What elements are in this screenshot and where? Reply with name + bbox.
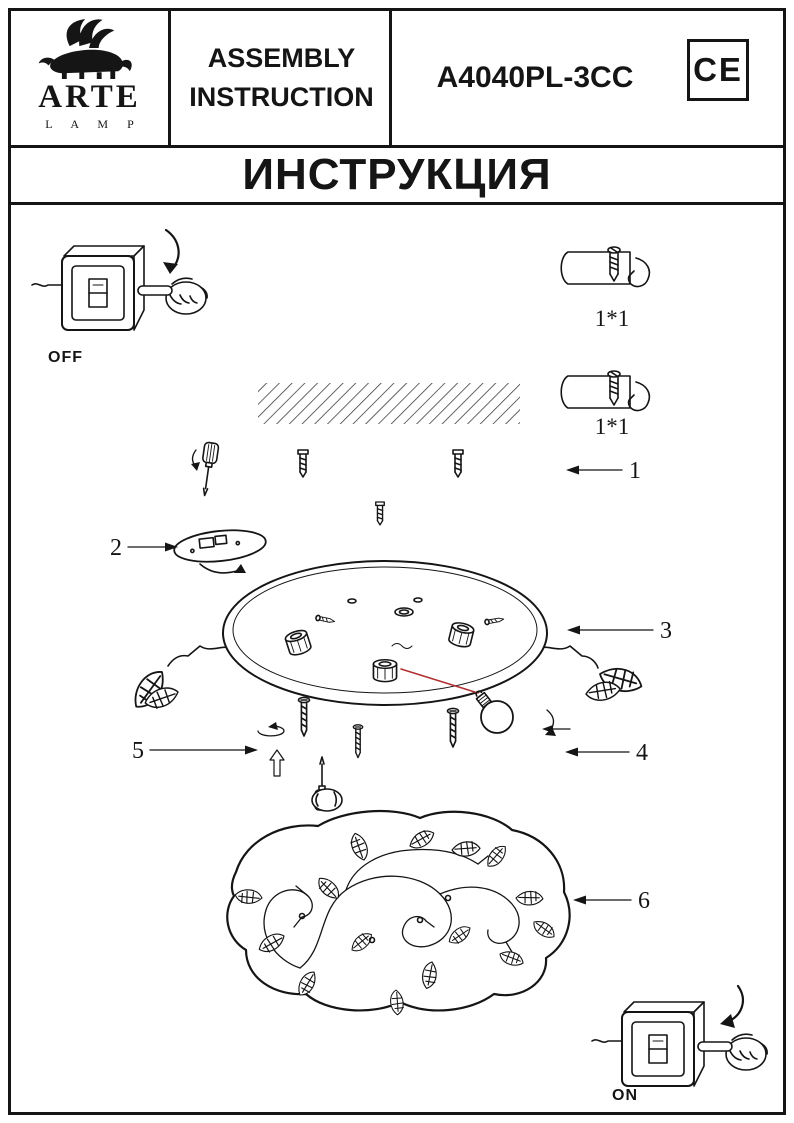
callout-4: 4 (542, 725, 648, 766)
brand-name: ARTE (38, 79, 141, 115)
title-line1: ASSEMBLY (207, 43, 356, 73)
callout-3-label: 3 (660, 618, 672, 644)
off-label: OFF (48, 349, 83, 366)
off-switch-illustration: OFF (31, 228, 208, 366)
callout-1-label: 1 (629, 458, 641, 484)
bulb (475, 690, 556, 736)
pointing-hand-icon (137, 277, 208, 315)
brand-subname: L A M P (45, 117, 142, 131)
callout-3: 3 (567, 618, 672, 644)
on-label: ON (612, 1087, 638, 1104)
callout-2-label: 2 (110, 535, 122, 561)
ceiling-hook-item-1: 1*1 (560, 246, 651, 331)
ce-mark: CE (687, 39, 749, 101)
callout-5-label: 5 (132, 738, 144, 764)
on-switch-illustration: ON (591, 984, 768, 1104)
wall-anchors (297, 449, 464, 526)
instruction-banner: ИНСТРУКЦИЯ (11, 145, 783, 205)
screwdriver-icon (191, 441, 220, 498)
ceiling-hook-item-2: 1*1 (560, 370, 651, 439)
instruction-title: ИНСТРУКЦИЯ (242, 150, 552, 199)
page-border (8, 8, 786, 1115)
griffin-logo-icon (38, 18, 132, 79)
hand-with-screwdriver (311, 756, 343, 812)
callout-4-label: 4 (636, 740, 648, 766)
callout-2: 2 (110, 535, 178, 561)
ceiling-plate (124, 560, 647, 715)
brand-logo: ARTE L A M P (11, 11, 171, 145)
pointing-hand-icon (697, 1033, 768, 1071)
mounting-bracket (173, 529, 267, 574)
assembly-instruction-title: ASSEMBLY INSTRUCTION (174, 11, 392, 145)
callout-5: 5 (132, 738, 258, 764)
vine-ornament (263, 848, 520, 969)
callout-1: 1 (566, 458, 641, 484)
ceiling-hatch (258, 383, 520, 424)
model-number: A4040PL-3CC (436, 61, 634, 94)
title-line2: INSTRUCTION (189, 82, 374, 112)
fastener-set (257, 696, 460, 812)
callout-6-label: 6 (638, 888, 650, 914)
callout-6: 6 (573, 888, 650, 914)
hook-2-qty-label: 1*1 (595, 414, 630, 439)
bulb-lead-line (400, 668, 479, 694)
glass-shade (226, 809, 571, 1017)
hook-1-qty-label: 1*1 (595, 306, 630, 331)
